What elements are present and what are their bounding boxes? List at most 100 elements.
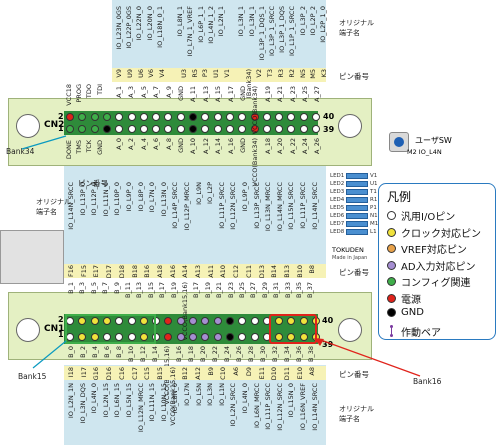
mid-pin-no: D13: [257, 265, 266, 279]
cn1-top-pin: B_15: [146, 282, 155, 298]
cn2-pin-dot: [312, 113, 320, 121]
cn1-bottom-pin: B_4: [91, 346, 99, 358]
legend-dot-icon: [387, 227, 396, 237]
mid-orig-name: IO_L14N_SRCC: [67, 182, 75, 230]
cn1-bottom-pin: B_8: [115, 346, 123, 358]
bottom-pin-no: C10: [219, 367, 228, 380]
top-pin-no: V2: [255, 69, 264, 78]
cn1-bottom-pin: B_12: [139, 346, 147, 362]
top-orig-name: IO_L3P_2: [298, 6, 307, 36]
mid-orig-name: IO_L8P_0: [136, 182, 145, 212]
bottom-pin-no: D11: [282, 367, 291, 381]
cn2-pin-dot: [115, 125, 124, 133]
cn2-pin-dot: [152, 113, 161, 121]
cn1-pin-dot: [287, 317, 296, 325]
cn1-pin-dot: [115, 333, 124, 341]
led-indicator: [346, 221, 368, 227]
led-indicator: [346, 205, 368, 211]
led-label: LED7: [330, 221, 345, 227]
cn1-pin-dot: [250, 333, 259, 341]
mid-orig-name: IO_L12P_MRCC: [183, 182, 191, 231]
cn1-bottom-pin: B_16: [175, 346, 183, 362]
cn2-pin-dot: [164, 125, 173, 133]
top-orig-name: IO_L3N_1: [247, 6, 256, 37]
cn1-bottom-pin: B_36: [295, 346, 303, 362]
led-indicator: [346, 197, 368, 203]
bottom-pin-no-label: ピン番号: [339, 370, 369, 379]
legend-item: VREF対応ピン: [387, 241, 467, 256]
bottom-orig-name: IO_L5N: [194, 383, 203, 406]
cn2-pin-dot: [102, 125, 111, 133]
cn1-top-pin: B_1: [67, 282, 75, 294]
bottom-pin-no: C17: [130, 367, 139, 380]
mid-pin-no: A10: [219, 265, 228, 278]
diff-pair-icon: [387, 325, 396, 337]
legend-dot-icon: [387, 277, 396, 286]
mid-pin-no: B10: [295, 265, 304, 278]
mid-orig-name: IO_L13P_0: [78, 182, 87, 216]
cn2-bottom-pin: GND: [239, 138, 247, 153]
cn2-bottom-pin: VCCO(Bank34): [251, 138, 260, 187]
cn1-pin-dot: [299, 333, 308, 341]
mid-pin-no: B8: [308, 265, 317, 274]
led-indicator: [346, 229, 368, 235]
cn2-pin-dot: [78, 113, 87, 121]
cn2-pin-dot: [213, 125, 222, 133]
cn1-top-pin: B_21: [215, 282, 224, 298]
bottom-orig-name: IO_L2N_1N: [67, 383, 75, 419]
cn1-pin-dot: [90, 333, 99, 341]
cn2-pin-dot: [189, 113, 197, 121]
top-orig-name: IO_L2P_1_0: [319, 6, 327, 43]
cn1-bottom-pin: B_6: [103, 346, 111, 358]
cn2-top-pin: A_23: [288, 86, 297, 102]
cn2-bottom-pin: A_24: [301, 138, 309, 154]
cn2-pin-dot: [287, 113, 296, 121]
cn1-pin-dot: [225, 333, 234, 341]
cn2-pin-dot: [299, 125, 308, 133]
bottom-pin-no: B12: [181, 367, 190, 380]
top-orig-name: IO_L20N_0: [145, 6, 154, 41]
cn2-pin-dot: [176, 125, 185, 133]
cn1-pin-dot: [213, 333, 222, 341]
bottom-orig-name: IO_L10N_15: [159, 383, 168, 422]
cn1-bottom-pin: B_30: [259, 346, 267, 362]
bottom-orig-name: IO_L16N_VREF: [299, 383, 307, 431]
cn1-top-pin: B_25: [238, 282, 246, 298]
top-pin-no: V4: [158, 69, 167, 78]
user-switch[interactable]: [389, 132, 409, 152]
mid-orig-name: IO_L13N_0: [159, 182, 168, 217]
cn1-top-pin: B_23: [226, 282, 235, 298]
mid-orig-name: IO_L9P_0: [125, 182, 133, 212]
bottom-orig-name: IO_L14N_SRCC: [310, 383, 319, 431]
cn2-bottom-pin: A_14: [214, 138, 223, 154]
top-pin-no: M5: [309, 69, 318, 79]
cn1-top-pin: B_7: [101, 282, 110, 294]
bottom-pin-no: D10: [270, 367, 279, 381]
bottom-orig-name: IO_L11P_SRCC: [264, 383, 273, 430]
mid-orig-name: IO_L7N_0: [148, 182, 157, 213]
top-pin-no: U9: [125, 69, 134, 78]
bottom-orig-name: IO_L3N: [206, 383, 215, 406]
cn2-bottom-pin: A_16: [226, 138, 235, 154]
cn2-pin-dot: [66, 125, 74, 133]
cn1-bottom-pin: B_34: [283, 346, 291, 362]
cn1-top-pin: B_19: [203, 282, 212, 298]
top-pin-no: P3: [201, 69, 210, 78]
top-orig-name: IO_L7N_1_VREF: [186, 6, 195, 57]
led-pin: V1: [370, 173, 378, 179]
cn2-top-label: VCC18: [65, 84, 73, 106]
top-pin-no: V1: [223, 69, 231, 78]
cn2-bottom-pin: A_6: [152, 138, 161, 150]
cn2-pin-dot: [152, 125, 161, 133]
cn2-bottom-pin: A_26: [313, 138, 322, 154]
bottom-pin-no: D16: [105, 367, 114, 381]
cn1-pin-dot: [299, 317, 308, 325]
cn1-pin-dot: [78, 333, 87, 341]
mid-orig-name: IO_L11P_SRCC: [217, 182, 226, 229]
cn1-top-pin: B_11: [124, 282, 132, 298]
bottom-pin-no: C15: [143, 367, 152, 380]
cn2-pin-dot: [238, 113, 247, 121]
cn1-bottom-pin: B_2: [79, 346, 87, 358]
led-indicator: [346, 173, 368, 179]
led-pin: U1: [370, 181, 378, 187]
